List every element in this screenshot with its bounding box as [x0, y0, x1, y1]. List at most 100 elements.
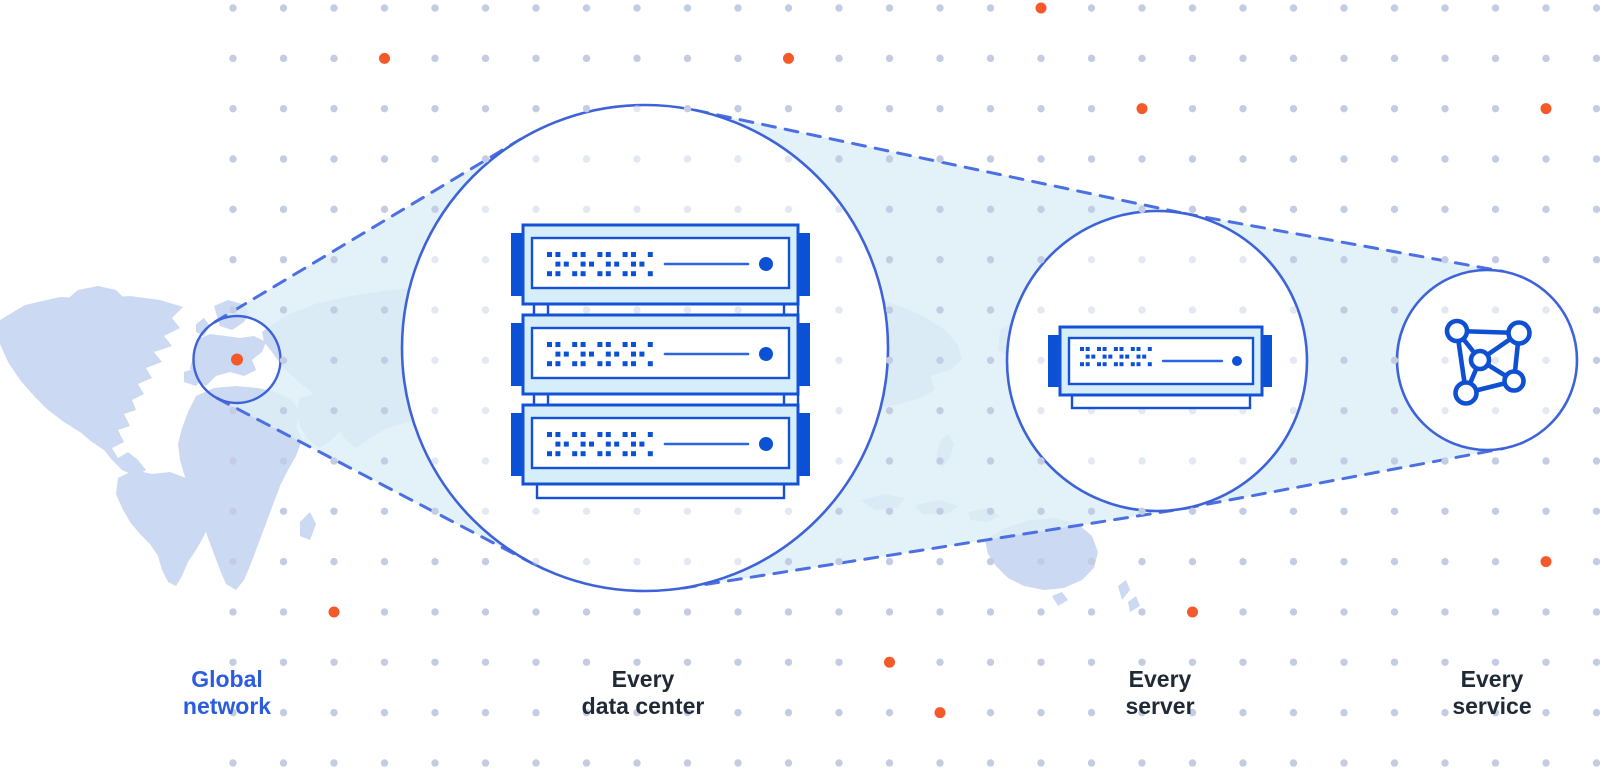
grid-dot	[1037, 104, 1045, 113]
panel-dot	[1102, 347, 1107, 351]
grid-dot	[1239, 4, 1247, 12]
grid-dot	[1592, 4, 1601, 12]
grid-dot	[1289, 507, 1298, 515]
grid-dot	[1542, 306, 1550, 314]
power-led	[759, 437, 773, 451]
panel-dot	[563, 351, 569, 357]
grid-dot	[481, 54, 490, 63]
dash-upper-3	[1182, 211, 1505, 273]
panel-dot	[580, 432, 586, 437]
grid-dot	[1542, 54, 1550, 63]
grid-dot	[1390, 255, 1399, 264]
panel-dot	[1147, 347, 1152, 351]
grid-dot	[1592, 255, 1601, 264]
grid-dot	[835, 306, 843, 314]
grid-dot	[582, 54, 591, 63]
panel-dot	[597, 252, 603, 257]
caption-line-2: service	[1452, 693, 1532, 719]
panel-dot	[1102, 354, 1107, 359]
grid-dot	[936, 255, 944, 264]
grid-dot	[1138, 255, 1146, 264]
grid-dot	[1390, 356, 1399, 365]
panel-dot	[555, 271, 561, 277]
server-rack-icon	[511, 223, 810, 500]
panel-dot	[639, 441, 645, 447]
grid-dot	[986, 205, 995, 214]
grid-dot	[835, 507, 843, 515]
grid-dot	[1491, 608, 1500, 616]
panel-dot	[639, 261, 645, 267]
grid-dot	[1390, 205, 1399, 214]
grid-dot	[1138, 457, 1146, 465]
grid-dot	[784, 155, 793, 163]
grid-dot	[885, 205, 894, 214]
grid-dot	[279, 306, 288, 314]
grid-dot	[683, 608, 692, 616]
panel-dot	[547, 271, 552, 277]
accent-dot	[1187, 606, 1198, 618]
grid-dot	[481, 104, 490, 113]
grid-dot	[532, 205, 540, 214]
panel-dot	[1085, 362, 1090, 367]
dash-lower-2	[681, 507, 1182, 590]
grid-dot	[986, 658, 995, 666]
grid-dot	[1592, 155, 1601, 163]
grid-dot	[1491, 4, 1500, 12]
grid-dot	[1491, 356, 1500, 365]
grid-dot	[1087, 155, 1096, 163]
accent-dot	[1540, 556, 1552, 568]
grid-dot	[1390, 759, 1399, 767]
grid-dot	[1289, 356, 1298, 365]
grid-dot	[784, 104, 793, 113]
grid-dot	[734, 54, 742, 63]
grid-dot	[835, 759, 843, 767]
grid-dot	[1239, 155, 1247, 163]
panel-dot	[631, 432, 636, 437]
grid-dot	[481, 457, 490, 465]
panel-dot	[1097, 347, 1101, 351]
grid-dot	[936, 356, 944, 365]
grid-dot	[835, 658, 843, 666]
grid-dot	[1340, 708, 1348, 717]
grid-dot	[431, 759, 439, 767]
grid-dot	[784, 4, 793, 12]
grid-dot	[936, 557, 944, 566]
grid-dot	[1542, 759, 1550, 767]
grid-dot	[380, 255, 389, 264]
grid-dot	[633, 708, 641, 717]
grid-dot	[582, 306, 591, 314]
grid-dot	[936, 155, 944, 163]
grid-dot	[1390, 557, 1399, 566]
grid-dot	[633, 507, 641, 515]
grid-dot	[885, 406, 894, 415]
grid-dot	[380, 658, 389, 666]
grid-dot	[1592, 608, 1601, 616]
dash-upper-1	[213, 137, 522, 324]
grid-dot	[582, 205, 591, 214]
grid-dot	[380, 759, 389, 767]
grid-dot	[279, 356, 288, 365]
grid-dot	[734, 507, 742, 515]
panel-dot	[597, 271, 603, 277]
grid-dot	[835, 255, 843, 264]
grid-dot	[1188, 54, 1197, 63]
panel-dot	[605, 432, 611, 437]
panel-dot	[555, 351, 561, 357]
grid-dot	[1087, 457, 1096, 465]
continent-africa	[178, 386, 302, 590]
caption-line-1: Every	[1460, 666, 1524, 692]
grid-dot	[279, 557, 288, 566]
panel-dot	[1102, 362, 1107, 367]
region-new-zealand	[1118, 580, 1140, 612]
grid-dot	[835, 608, 843, 616]
grid-dot	[279, 205, 288, 214]
panel-dot	[605, 441, 611, 447]
grid-dot	[784, 708, 793, 717]
grid-dot	[330, 507, 338, 515]
rack-base	[535, 482, 786, 500]
region-tasmania	[1052, 592, 1068, 606]
panel-dot	[1113, 347, 1118, 351]
grid-dot	[1491, 104, 1500, 113]
grid-dot	[380, 708, 389, 717]
grid-dot	[784, 557, 793, 566]
